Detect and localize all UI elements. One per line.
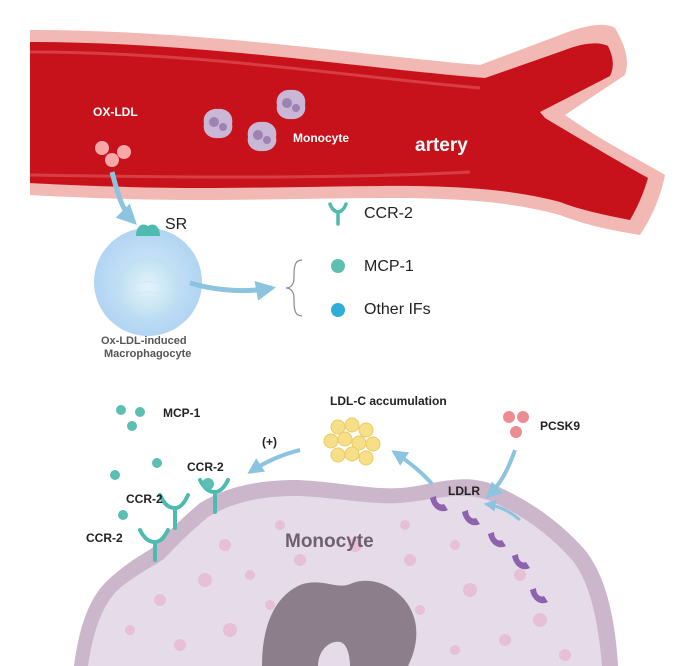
ccr2-receptor-icon bbox=[328, 202, 348, 226]
ccr2-receptors-on-membrane bbox=[138, 478, 230, 562]
macrophage-cell bbox=[94, 224, 202, 336]
monocyte-nucleus bbox=[262, 580, 417, 666]
arrow-ldlr-to-ldlc bbox=[391, 450, 434, 486]
macrophage-label-line1: Ox-LDL-induced bbox=[101, 335, 187, 347]
scavenger-receptor bbox=[136, 224, 160, 236]
ldlc-accumulation-label: LDL-C accumulation bbox=[330, 394, 447, 408]
plus-label: (+) bbox=[262, 435, 277, 449]
monocyte-cell bbox=[74, 479, 618, 666]
mcp1-dot-icon bbox=[331, 259, 345, 273]
mcp1-free-dots bbox=[110, 405, 162, 520]
other-ifs-dot-icon bbox=[331, 303, 345, 317]
oxldl-particles bbox=[95, 141, 131, 167]
monocyte-artery-label: Monocyte bbox=[293, 131, 350, 145]
legend-other-ifs-label: Other IFs bbox=[364, 301, 431, 318]
macrophage-label-line2: Macrophagocyte bbox=[104, 348, 192, 360]
monocyte-cells-in-artery bbox=[203, 89, 306, 152]
oxldl-label: OX-LDL bbox=[93, 105, 138, 119]
mcp1-label: MCP-1 bbox=[163, 406, 201, 420]
ccr2-label-left: CCR-2 bbox=[86, 531, 123, 545]
artery-label: artery bbox=[415, 135, 468, 156]
mcp1-bound-dot bbox=[202, 478, 214, 490]
legend-ccr2-label: CCR-2 bbox=[364, 205, 413, 222]
legend-mcp1-label: MCP-1 bbox=[364, 258, 414, 275]
legend-brace bbox=[285, 259, 303, 317]
arrow-oxldl-to-macrophage bbox=[109, 171, 137, 225]
arrow-macrophage-to-factors bbox=[189, 280, 276, 301]
arrow-ldlc-to-ccr2 bbox=[247, 448, 301, 474]
ldlr-label: LDLR bbox=[448, 484, 480, 498]
artery-vessel bbox=[29, 24, 665, 235]
monocyte-label: Monocyte bbox=[285, 531, 374, 552]
ldlc-cluster bbox=[323, 417, 381, 466]
arrow-pcsk9-to-ldlr bbox=[485, 449, 517, 499]
ccr2-label-right: CCR-2 bbox=[187, 460, 224, 474]
arrow-membrane-to-ldlr bbox=[483, 499, 521, 522]
sr-label: SR bbox=[165, 216, 188, 233]
pcsk9-protein bbox=[503, 411, 529, 438]
pcsk9-label: PCSK9 bbox=[540, 419, 581, 433]
ldlr-receptors bbox=[430, 496, 548, 604]
ccr2-label-middle: CCR-2 bbox=[126, 492, 163, 506]
